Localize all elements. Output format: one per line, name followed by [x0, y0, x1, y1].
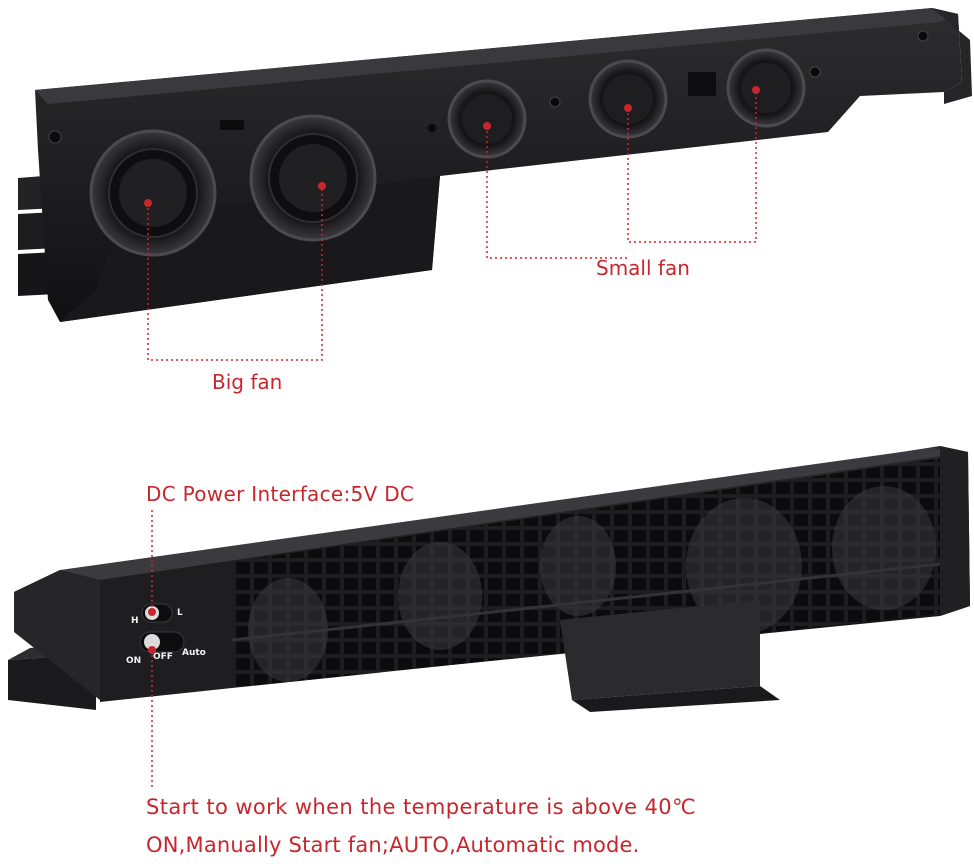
- power-callout-dots: [148, 608, 156, 654]
- mode-switch[interactable]: [139, 631, 185, 653]
- speed-switch[interactable]: [141, 603, 173, 623]
- fan-callout-lines: [147, 90, 757, 361]
- screw-hole: [917, 30, 929, 42]
- fan-silhouette: [832, 486, 936, 610]
- small-fan-icon: [726, 48, 806, 128]
- switch-label-auto: Auto: [182, 648, 206, 658]
- switch-label-on: ON: [126, 656, 142, 666]
- fan-silhouette: [248, 578, 328, 682]
- fan-silhouette: [540, 516, 616, 616]
- cooler-front-view: [8, 446, 970, 712]
- big-fan-label: Big fan: [212, 370, 283, 394]
- screw-hole: [428, 124, 436, 132]
- screw-hole: [549, 96, 561, 108]
- small-fan-label: Small fan: [596, 256, 690, 280]
- temperature-note: Start to work when the temperature is ab…: [146, 795, 697, 819]
- big-fan-icon: [89, 129, 217, 257]
- small-fan-icon: [447, 79, 527, 159]
- big-fan-icon: [249, 114, 377, 242]
- screw-hole: [48, 130, 62, 144]
- switch-label-low: L: [177, 608, 183, 618]
- dc-power-label: DC Power Interface:5V DC: [146, 482, 415, 506]
- fan-silhouette: [398, 542, 482, 650]
- switch-label-off: OFF: [153, 652, 173, 662]
- switch-label-high: H: [131, 616, 139, 626]
- screw-hole: [809, 66, 821, 78]
- cooler-back-view: [18, 8, 972, 322]
- small-fan-icon: [588, 59, 668, 139]
- fan-silhouette: [686, 498, 802, 634]
- fan-callout-dots: [144, 86, 760, 207]
- mode-note: ON,Manually Start fan;AUTO,Automatic mod…: [146, 833, 640, 857]
